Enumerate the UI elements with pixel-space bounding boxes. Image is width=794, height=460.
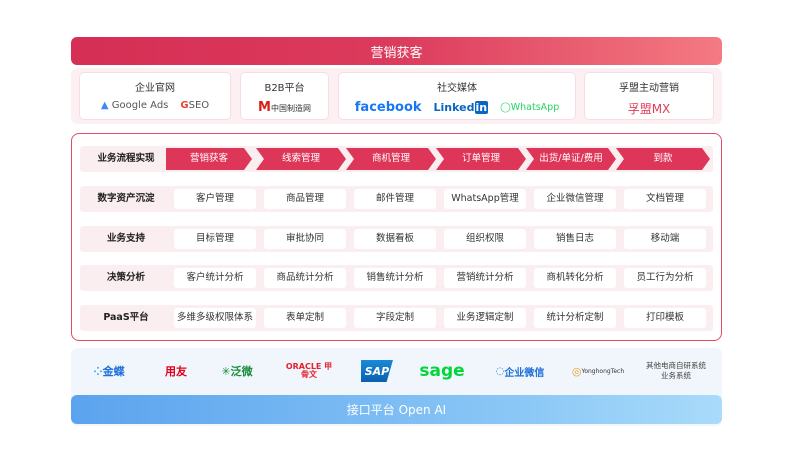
capability-cell[interactable]: 员工行为分析 (624, 268, 706, 288)
row-label: 业务流程实现 (97, 153, 155, 164)
business-platform: 业务流程实现 营销获客 线索管理 商机管理 订单管理 出货/单证/费用 到款 数… (71, 133, 722, 341)
weaver-logo: ✳泛微 (221, 364, 253, 379)
flow-step[interactable]: 线索管理 (256, 148, 346, 170)
yonghong-logo: ◎YonghongTech (571, 364, 625, 378)
flow-step[interactable]: 订单管理 (436, 148, 526, 170)
capability-cell[interactable]: WhatsApp管理 (444, 189, 526, 209)
fumeng-logo: 孚盟MX (627, 102, 671, 116)
card-b2b[interactable]: B2B平台 M中国制造网 (240, 72, 329, 120)
sap-logo: SAP (361, 360, 393, 382)
capability-cell[interactable]: 商品统计分析 (264, 268, 346, 288)
flow-step[interactable]: 到款 (616, 148, 710, 170)
capability-cell[interactable]: 审批协同 (264, 228, 346, 249)
capability-cell[interactable]: 商品管理 (264, 189, 346, 209)
capability-cell[interactable]: 邮件管理 (354, 189, 436, 209)
flow-row: 业务流程实现 营销获客 线索管理 商机管理 订单管理 出货/单证/费用 到款 (80, 146, 713, 172)
capability-cell[interactable]: 销售日志 (534, 228, 616, 249)
card-title: 企业官网 (135, 83, 175, 94)
api-platform-bar[interactable]: 接口平台 Open AI (71, 395, 722, 424)
linkedin-logo: Linkedin (433, 101, 489, 114)
card-title: 孚盟主动营销 (619, 83, 679, 94)
row-label: 数字资产沉淀 (97, 193, 155, 204)
capability-cell[interactable]: 移动端 (624, 228, 706, 249)
facebook-logo: facebook (354, 100, 422, 115)
sage-logo: sage (419, 361, 465, 381)
capability-cell[interactable]: 数据看板 (354, 228, 436, 249)
capability-cell[interactable]: 组织权限 (444, 228, 526, 249)
wecom-logo: ◌企业微信 (495, 365, 545, 379)
capability-cell[interactable]: 客户管理 (174, 189, 256, 209)
google-ads-logo: ▲ Google Ads (100, 100, 169, 111)
capability-row: 业务支持 目标管理审批协同数据看板组织权限销售日志移动端 (80, 225, 713, 252)
capability-cell[interactable]: 统计分析定制 (534, 307, 616, 328)
card-title: B2B平台 (264, 83, 305, 94)
flow-step[interactable]: 商机管理 (346, 148, 436, 170)
capability-row: 决策分析 客户统计分析商品统计分析销售统计分析营销统计分析商机转化分析员工行为分析 (80, 265, 713, 291)
whatsapp-logo: ◯WhatsApp (500, 102, 560, 113)
marketing-channels: 企业官网 ▲ Google Ads GSEO B2B平台 M中国制造网 社交媒体… (71, 68, 722, 124)
capability-row: 数字资产沉淀 客户管理商品管理邮件管理 WhatsApp管理企业微信管理文档管理 (80, 186, 713, 212)
capability-row: PaaS平台 多维多级权限体系表单定制字段定制业务逻辑定制统计分析定制打印模板 (80, 304, 713, 331)
card-title: 社交媒体 (437, 83, 477, 94)
marketing-header: 营销获客 (71, 37, 722, 65)
row-label: PaaS平台 (103, 311, 149, 323)
row-label: 业务支持 (106, 232, 145, 244)
capability-cell[interactable]: 客户统计分析 (174, 268, 256, 288)
capability-cell[interactable]: 表单定制 (264, 307, 346, 328)
api-title: 接口平台 Open AI (346, 403, 447, 417)
capability-cell[interactable]: 营销统计分析 (444, 268, 526, 288)
capability-cell[interactable]: 商机转化分析 (534, 268, 616, 288)
card-website[interactable]: 企业官网 ▲ Google Ads GSEO (79, 72, 231, 120)
flow-step[interactable]: 营销获客 (166, 148, 252, 170)
capability-cell[interactable]: 销售统计分析 (354, 268, 436, 288)
capability-cell[interactable]: 多维多级权限体系 (174, 307, 256, 328)
yonyou-logo: 用友 (165, 364, 187, 378)
made-in-china-logo: M中国制造网 (258, 100, 311, 115)
capability-cell[interactable]: 目标管理 (174, 228, 256, 249)
card-social[interactable]: 社交媒体 facebook Linkedin ◯WhatsApp (338, 72, 576, 120)
capability-cell[interactable]: 企业微信管理 (534, 189, 616, 209)
other-systems: 其他电商自研系统 业务系统 (646, 360, 706, 381)
oracle-logo: ORACLE 甲骨文 (285, 362, 333, 379)
marketing-title: 营销获客 (370, 45, 423, 61)
card-fumeng[interactable]: 孚盟主动营销 孚盟MX (584, 72, 714, 120)
capability-cell[interactable]: 字段定制 (354, 307, 436, 328)
capability-cell[interactable]: 打印模板 (624, 307, 706, 328)
row-label: 决策分析 (106, 272, 145, 283)
kingdee-logo: ⁘金蝶 (93, 364, 125, 379)
capability-cell[interactable]: 业务逻辑定制 (444, 307, 526, 328)
flow-step[interactable]: 出货/单证/费用 (526, 148, 616, 170)
seo-logo: GSEO (180, 100, 210, 111)
capability-cell[interactable]: 文档管理 (624, 189, 706, 209)
